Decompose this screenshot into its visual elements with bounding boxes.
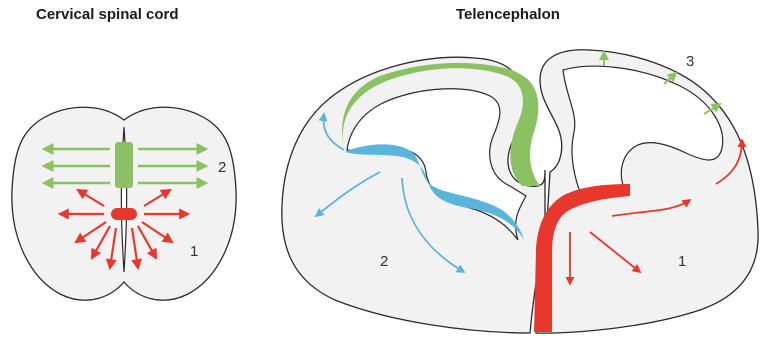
red-progenitor-domain	[111, 208, 137, 220]
telencephalon-label-3: 3	[686, 53, 694, 70]
spinal-cord-diagram: 2 1	[12, 107, 236, 300]
spinal-label-2: 2	[218, 159, 226, 176]
spinal-label-1: 1	[190, 243, 198, 260]
telencephalon-label-1: 1	[678, 253, 686, 270]
telencephalon-diagram: 3 2 1	[282, 50, 758, 333]
telencephalon-label-2: 2	[380, 253, 388, 270]
green-progenitor-domain	[115, 142, 133, 188]
